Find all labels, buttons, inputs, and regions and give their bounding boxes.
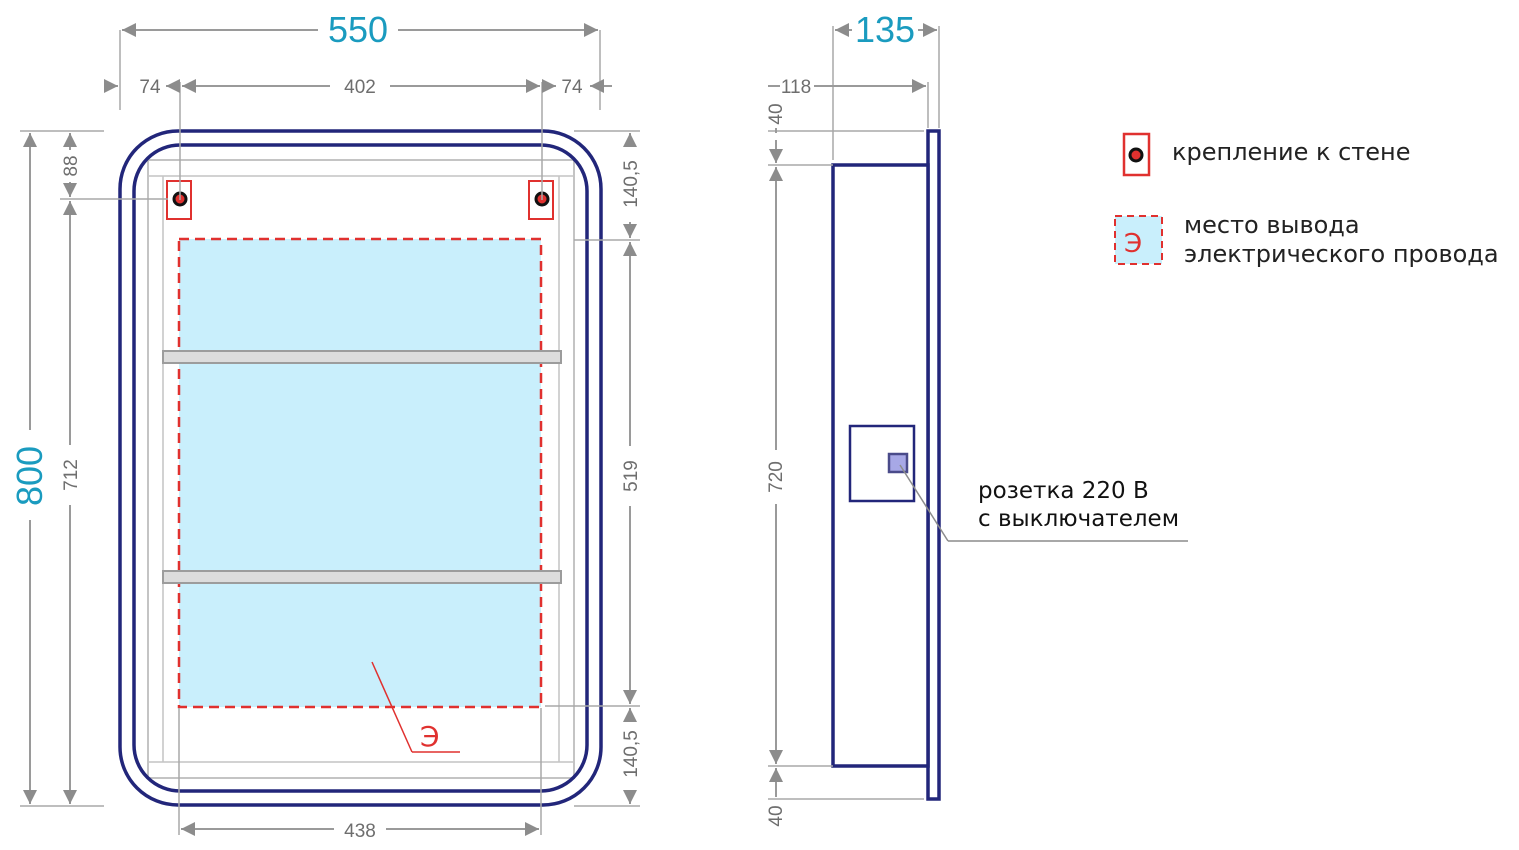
dim-body-height: 720 (766, 461, 787, 493)
dim-total-height: 800 (9, 446, 50, 506)
shelf-lower (162, 570, 562, 584)
dim-wire-zone-height: 519 (621, 460, 642, 492)
wire-zone-symbol: Э (420, 720, 440, 753)
dim-top-offset: 88 (61, 155, 82, 176)
side-view: 135 118 40 720 40 (766, 9, 1188, 827)
dim-left-offset: 74 (139, 77, 161, 98)
socket-note-line2: с выключателем (978, 506, 1179, 532)
socket-leader (899, 464, 949, 542)
front-view: Э 550 74 402 74 800 88 712 (9, 9, 642, 842)
shelf-upper (162, 350, 562, 364)
cabinet-inner-outline (147, 159, 575, 779)
legend-wire-symbol: Э (1124, 229, 1142, 259)
socket-note-line1: розетка 220 В (978, 478, 1149, 504)
dim-wire-zone-width: 438 (344, 821, 376, 842)
mirror-frame-inner (132, 143, 589, 793)
socket-icon (887, 452, 909, 474)
mirror-frame-outer (118, 129, 603, 807)
dim-side-bottom-gap: 40 (766, 805, 787, 826)
dim-body-depth: 118 (781, 77, 811, 98)
legend-mount-marker (1122, 132, 1151, 177)
legend-wire-label-line2: электрического провода (1184, 240, 1499, 268)
socket-note: розетка 220 В с выключателем (978, 478, 1179, 532)
dim-wire-top-gap: 140,5 (621, 160, 642, 208)
dim-side-top-gap: 40 (766, 103, 787, 124)
dim-total-width: 550 (328, 9, 388, 50)
wire-output-zone (177, 237, 543, 709)
dim-total-depth: 135 (855, 9, 915, 50)
dim-mount-spacing: 402 (344, 77, 376, 98)
dim-mount-height: 712 (61, 459, 82, 491)
dim-right-offset: 74 (561, 77, 583, 98)
legend: крепление к стене Э место вывода электри… (1114, 132, 1499, 268)
legend-wire-label-line1: место вывода (1184, 211, 1360, 239)
legend-mount-label: крепление к стене (1172, 138, 1411, 166)
legend-wire-marker (1114, 215, 1163, 265)
legend-mount-hole-icon (1128, 147, 1144, 163)
dim-wire-bottom-gap: 140,5 (621, 730, 642, 778)
wire-zone-leader (371, 661, 413, 753)
